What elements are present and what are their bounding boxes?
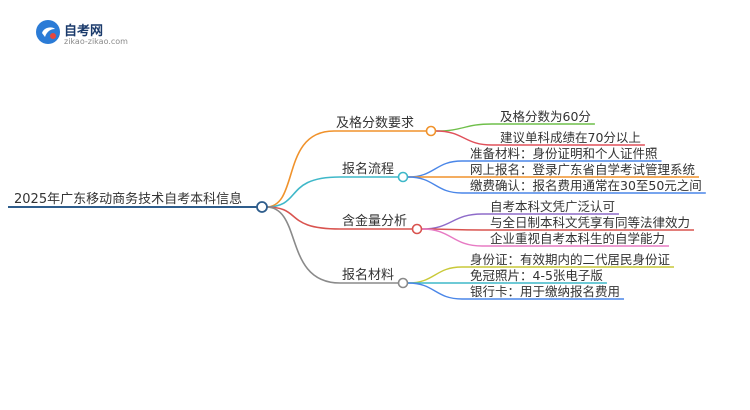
leaf-label-2-3: 缴费确认：报名费用通常在30至50元之间 — [470, 178, 702, 193]
leaf-edge-2-3 — [407, 176, 463, 194]
branch-edge-1 — [265, 130, 335, 208]
root-node-label: 2025年广东移动商务技术自考本科信息 — [14, 191, 242, 207]
branch-node-circle-3 — [411, 223, 423, 235]
brand-name: 自考网 — [64, 24, 104, 39]
leaf-label-4-2: 免冠照片：4-5张电子版 — [470, 268, 603, 283]
leaf-label-3-1: 自考本科文凭广泛认可 — [490, 199, 615, 214]
branch-node-circle-1 — [425, 125, 437, 137]
branch-edge-2 — [265, 176, 341, 208]
leaf-label-3-2: 与全日制本科文凭享有同等法律效力 — [490, 215, 690, 230]
leaf-edge-2-1 — [407, 160, 463, 178]
mindmap-edges — [8, 123, 706, 300]
leaf-edge-4-1 — [407, 266, 463, 284]
branch-label-1: 及格分数要求 — [336, 115, 414, 131]
branch-edge-4 — [265, 206, 341, 284]
leaf-label-4-1: 身份证：有效期内的二代居民身份证 — [470, 252, 671, 267]
branch-node-circle-4 — [397, 277, 409, 289]
branch-label-4: 报名材料 — [342, 267, 394, 283]
leaf-edge-3-1 — [421, 213, 483, 230]
leaf-edge-1-1 — [435, 123, 493, 132]
branch-label-2: 报名流程 — [342, 161, 394, 177]
leaf-label-2-1: 准备材料：身份证明和个人证件照 — [470, 146, 658, 161]
leaf-label-1-1: 及格分数为60分 — [500, 109, 591, 124]
leaf-label-4-3: 银行卡：用于缴纳报名费用 — [470, 284, 620, 299]
brand-logo: 自考网 zikao-zikao.com — [34, 18, 144, 50]
leaf-edge-1-2 — [435, 130, 493, 146]
root-node-circle — [256, 201, 268, 213]
leaf-label-3-3: 企业重视自考本科生的自学能力 — [490, 231, 665, 246]
branch-edge-3 — [265, 206, 341, 230]
leaf-edge-4-3 — [407, 282, 463, 300]
leaf-label-1-2: 建议单科成绩在70分以上 — [500, 130, 641, 145]
branch-node-circle-2 — [397, 171, 409, 183]
brand-url: zikao-zikao.com — [64, 37, 128, 46]
logo-mark-icon — [36, 20, 60, 44]
leaf-edge-3-3 — [421, 228, 483, 247]
branch-label-3: 含金量分析 — [342, 213, 407, 229]
mindmap-nodes: 2025年广东移动商务技术自考本科信息 及格分数要求 及格分数为60分建议单科成绩在… — [14, 109, 702, 299]
leaf-label-2-2: 网上报名：登录广东省自学考试管理系统 — [470, 162, 695, 177]
